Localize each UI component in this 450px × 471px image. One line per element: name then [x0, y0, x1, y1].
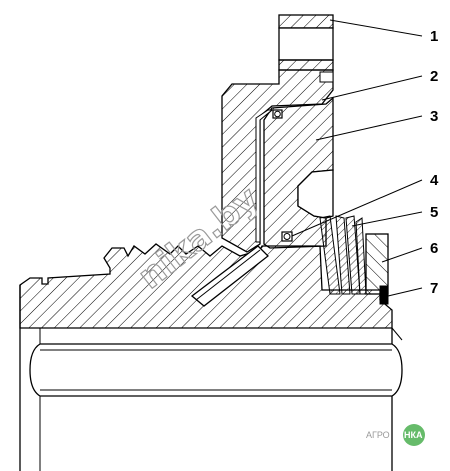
callout-2: 2 [430, 68, 438, 85]
callout-4: 4 [430, 172, 439, 189]
callout-3: 3 [430, 108, 438, 125]
housing-top [278, 14, 334, 71]
callout-7: 7 [430, 280, 438, 297]
lower-seal-ring [281, 231, 293, 242]
callout-6: 6 [430, 240, 438, 257]
ring [365, 233, 389, 295]
lower-drum [19, 327, 403, 471]
callout-1: 1 [430, 28, 438, 45]
logo: АГРО НКА [366, 424, 425, 446]
callout-5: 5 [430, 204, 438, 221]
logo-circle [403, 424, 425, 446]
logo-circle-text: НКА [404, 430, 423, 440]
leader-lines [291, 19, 423, 297]
disc-springs [319, 215, 367, 295]
retaining-ring [379, 285, 389, 305]
angled-tube [190, 245, 269, 307]
upper-seal-ring [272, 109, 283, 119]
logo-left-text: АГРО [366, 430, 390, 440]
inner-slot [255, 109, 274, 243]
hub-body [221, 69, 334, 253]
